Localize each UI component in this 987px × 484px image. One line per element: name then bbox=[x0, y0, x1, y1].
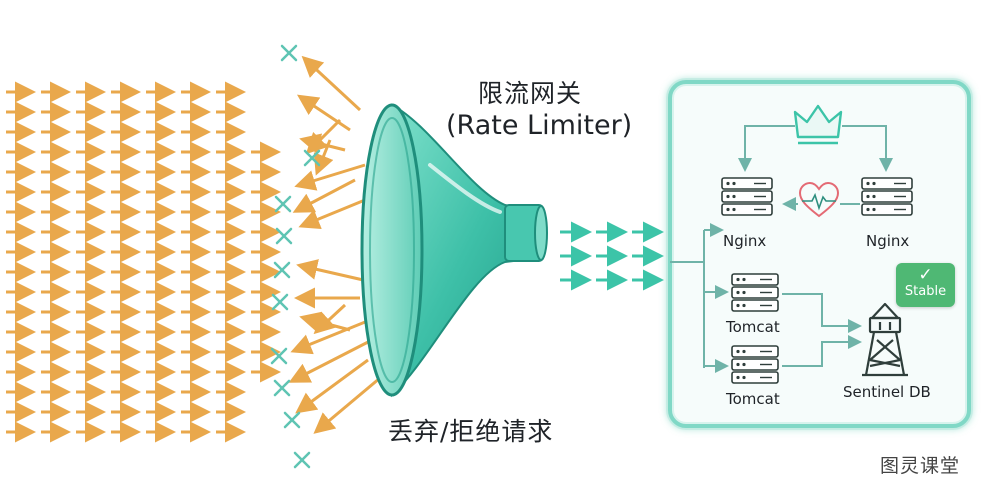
x-mark-icon bbox=[303, 149, 321, 167]
nginx-left-label: Nginx bbox=[723, 232, 767, 250]
x-mark-icon bbox=[273, 261, 291, 279]
allowed-requests bbox=[560, 221, 664, 291]
rejected-arrow bbox=[294, 163, 366, 191]
rejected-arrow bbox=[292, 178, 356, 213]
rejected-arrow bbox=[305, 118, 342, 155]
server-icon bbox=[731, 273, 779, 312]
x-mark-icon-group bbox=[270, 44, 321, 469]
x-mark-icon bbox=[274, 195, 292, 213]
status-badge: ✓ Stable bbox=[896, 263, 955, 307]
funnel-icon bbox=[360, 103, 548, 398]
gateway-title: 限流网关 bbox=[478, 79, 583, 108]
rejected-arrow bbox=[313, 303, 347, 335]
crown-icon bbox=[793, 104, 843, 145]
x-mark-icon bbox=[271, 293, 289, 311]
rejected-arrow bbox=[297, 94, 351, 132]
x-mark-icon bbox=[270, 347, 288, 365]
watchtower-icon bbox=[862, 302, 908, 377]
x-mark-icon bbox=[275, 227, 293, 245]
x-mark-icon bbox=[273, 379, 291, 397]
x-mark-icon bbox=[280, 44, 298, 62]
status-badge-label: Stable bbox=[904, 284, 947, 299]
x-mark-icon bbox=[293, 451, 311, 469]
gateway-subtitle: (Rate Limiter) bbox=[446, 110, 633, 141]
rejected-arrow bbox=[295, 358, 369, 414]
incoming-requests bbox=[6, 81, 281, 443]
cluster-connectors bbox=[670, 125, 893, 373]
x-mark-icon bbox=[283, 411, 301, 429]
server-icon bbox=[731, 345, 779, 384]
heartbeat-icon bbox=[798, 181, 840, 218]
rejected-arrow bbox=[301, 55, 362, 112]
sentinel-db-label: Sentinel DB bbox=[843, 383, 931, 401]
tomcat-top-label: Tomcat bbox=[726, 318, 780, 336]
tomcat-bottom-label: Tomcat bbox=[726, 390, 780, 408]
brand-watermark: 图灵课堂 bbox=[880, 455, 961, 477]
rejected-arrow bbox=[288, 338, 373, 383]
nginx-right-label: Nginx bbox=[866, 232, 910, 250]
rejected-arrow bbox=[313, 376, 381, 434]
rejected-arrow bbox=[298, 198, 366, 230]
server-icon bbox=[861, 177, 913, 216]
rejected-label: 丢弃/拒绝请求 bbox=[388, 417, 554, 446]
server-icon-group bbox=[721, 177, 913, 384]
rejected-arrow bbox=[296, 259, 373, 284]
server-icon bbox=[721, 177, 773, 216]
check-icon: ✓ bbox=[918, 265, 933, 285]
rejected-request-arrows bbox=[288, 55, 381, 434]
